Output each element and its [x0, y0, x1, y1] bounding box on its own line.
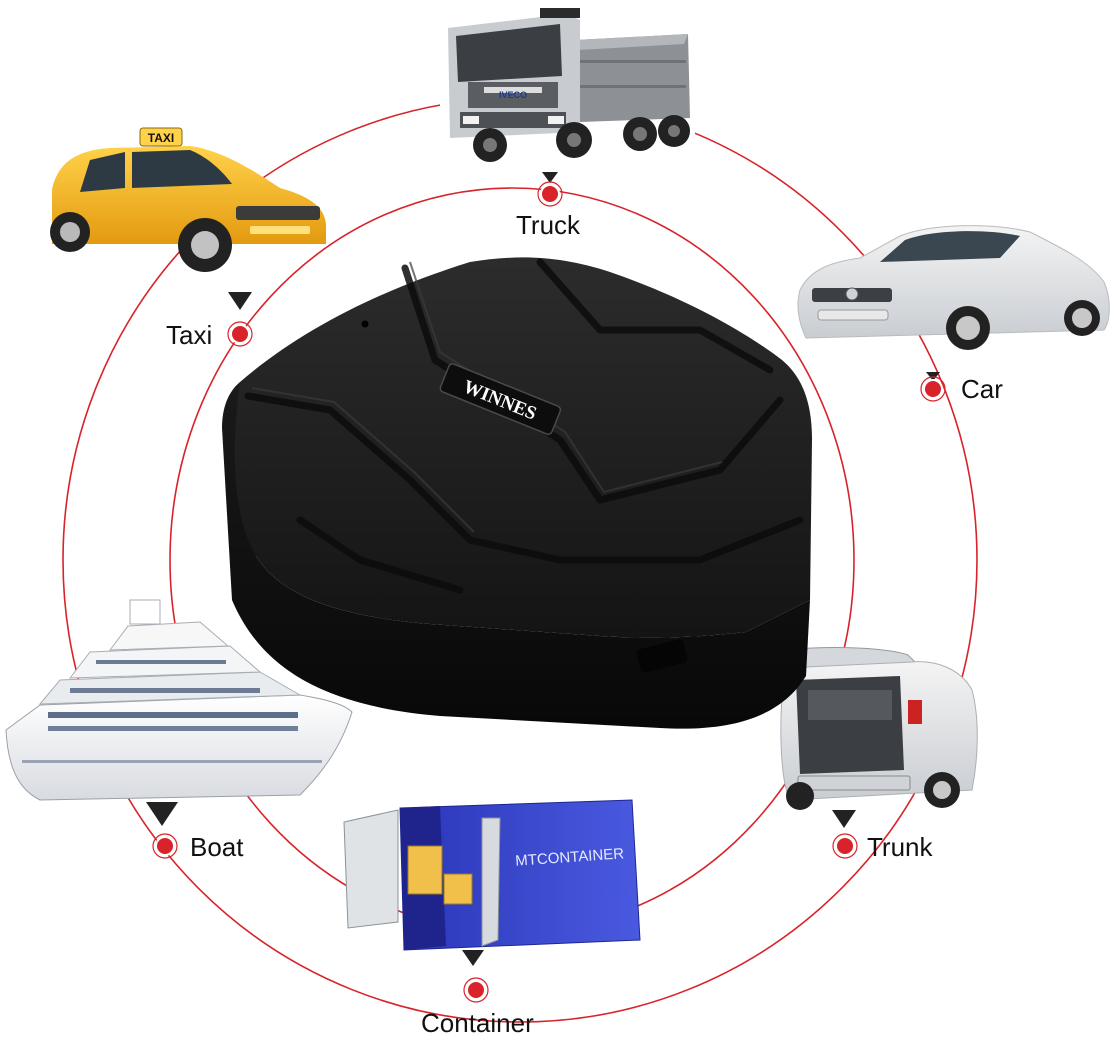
car-label: Car — [961, 374, 1003, 404]
boat-marker — [146, 802, 178, 859]
car-marker — [920, 372, 946, 402]
boat-label: Boat — [190, 832, 244, 862]
taxi-label: Taxi — [166, 320, 213, 350]
map-pin-icon — [540, 184, 560, 204]
container-marker — [462, 950, 489, 1003]
car-image — [797, 225, 1110, 350]
map-pin-icon — [923, 379, 943, 399]
truck-label: Truck — [516, 210, 581, 240]
trunk-marker — [832, 810, 858, 859]
container-label: Container — [421, 1008, 534, 1038]
truck-grille-badge: IVECO — [499, 90, 527, 100]
taxi-roof-sign: TAXI — [148, 131, 174, 145]
map-pin-icon — [835, 836, 855, 856]
gps-tracker-device: WINNES — [222, 257, 812, 729]
truck-image: IVECO — [440, 0, 695, 170]
taxi-marker — [227, 292, 253, 347]
markers — [146, 172, 946, 1003]
triangle-pointer-icon — [228, 292, 252, 310]
map-pin-icon — [155, 836, 175, 856]
taxi-image: TAXI — [50, 127, 326, 272]
triangle-pointer-icon — [146, 802, 178, 826]
trunk-label: Trunk — [867, 832, 933, 862]
triangle-pointer-icon — [542, 172, 558, 183]
device-grooves — [244, 258, 804, 594]
triangle-pointer-icon — [462, 950, 484, 966]
trunk-image — [759, 647, 978, 810]
container-image: MTCONTAINER — [343, 799, 641, 951]
boat-image — [5, 599, 353, 801]
map-pin-icon — [230, 324, 250, 344]
triangle-pointer-icon — [832, 810, 856, 828]
truck-marker — [537, 172, 563, 207]
led-indicator — [361, 320, 369, 328]
usb-port — [636, 639, 688, 673]
map-pin-icon — [466, 980, 486, 1000]
